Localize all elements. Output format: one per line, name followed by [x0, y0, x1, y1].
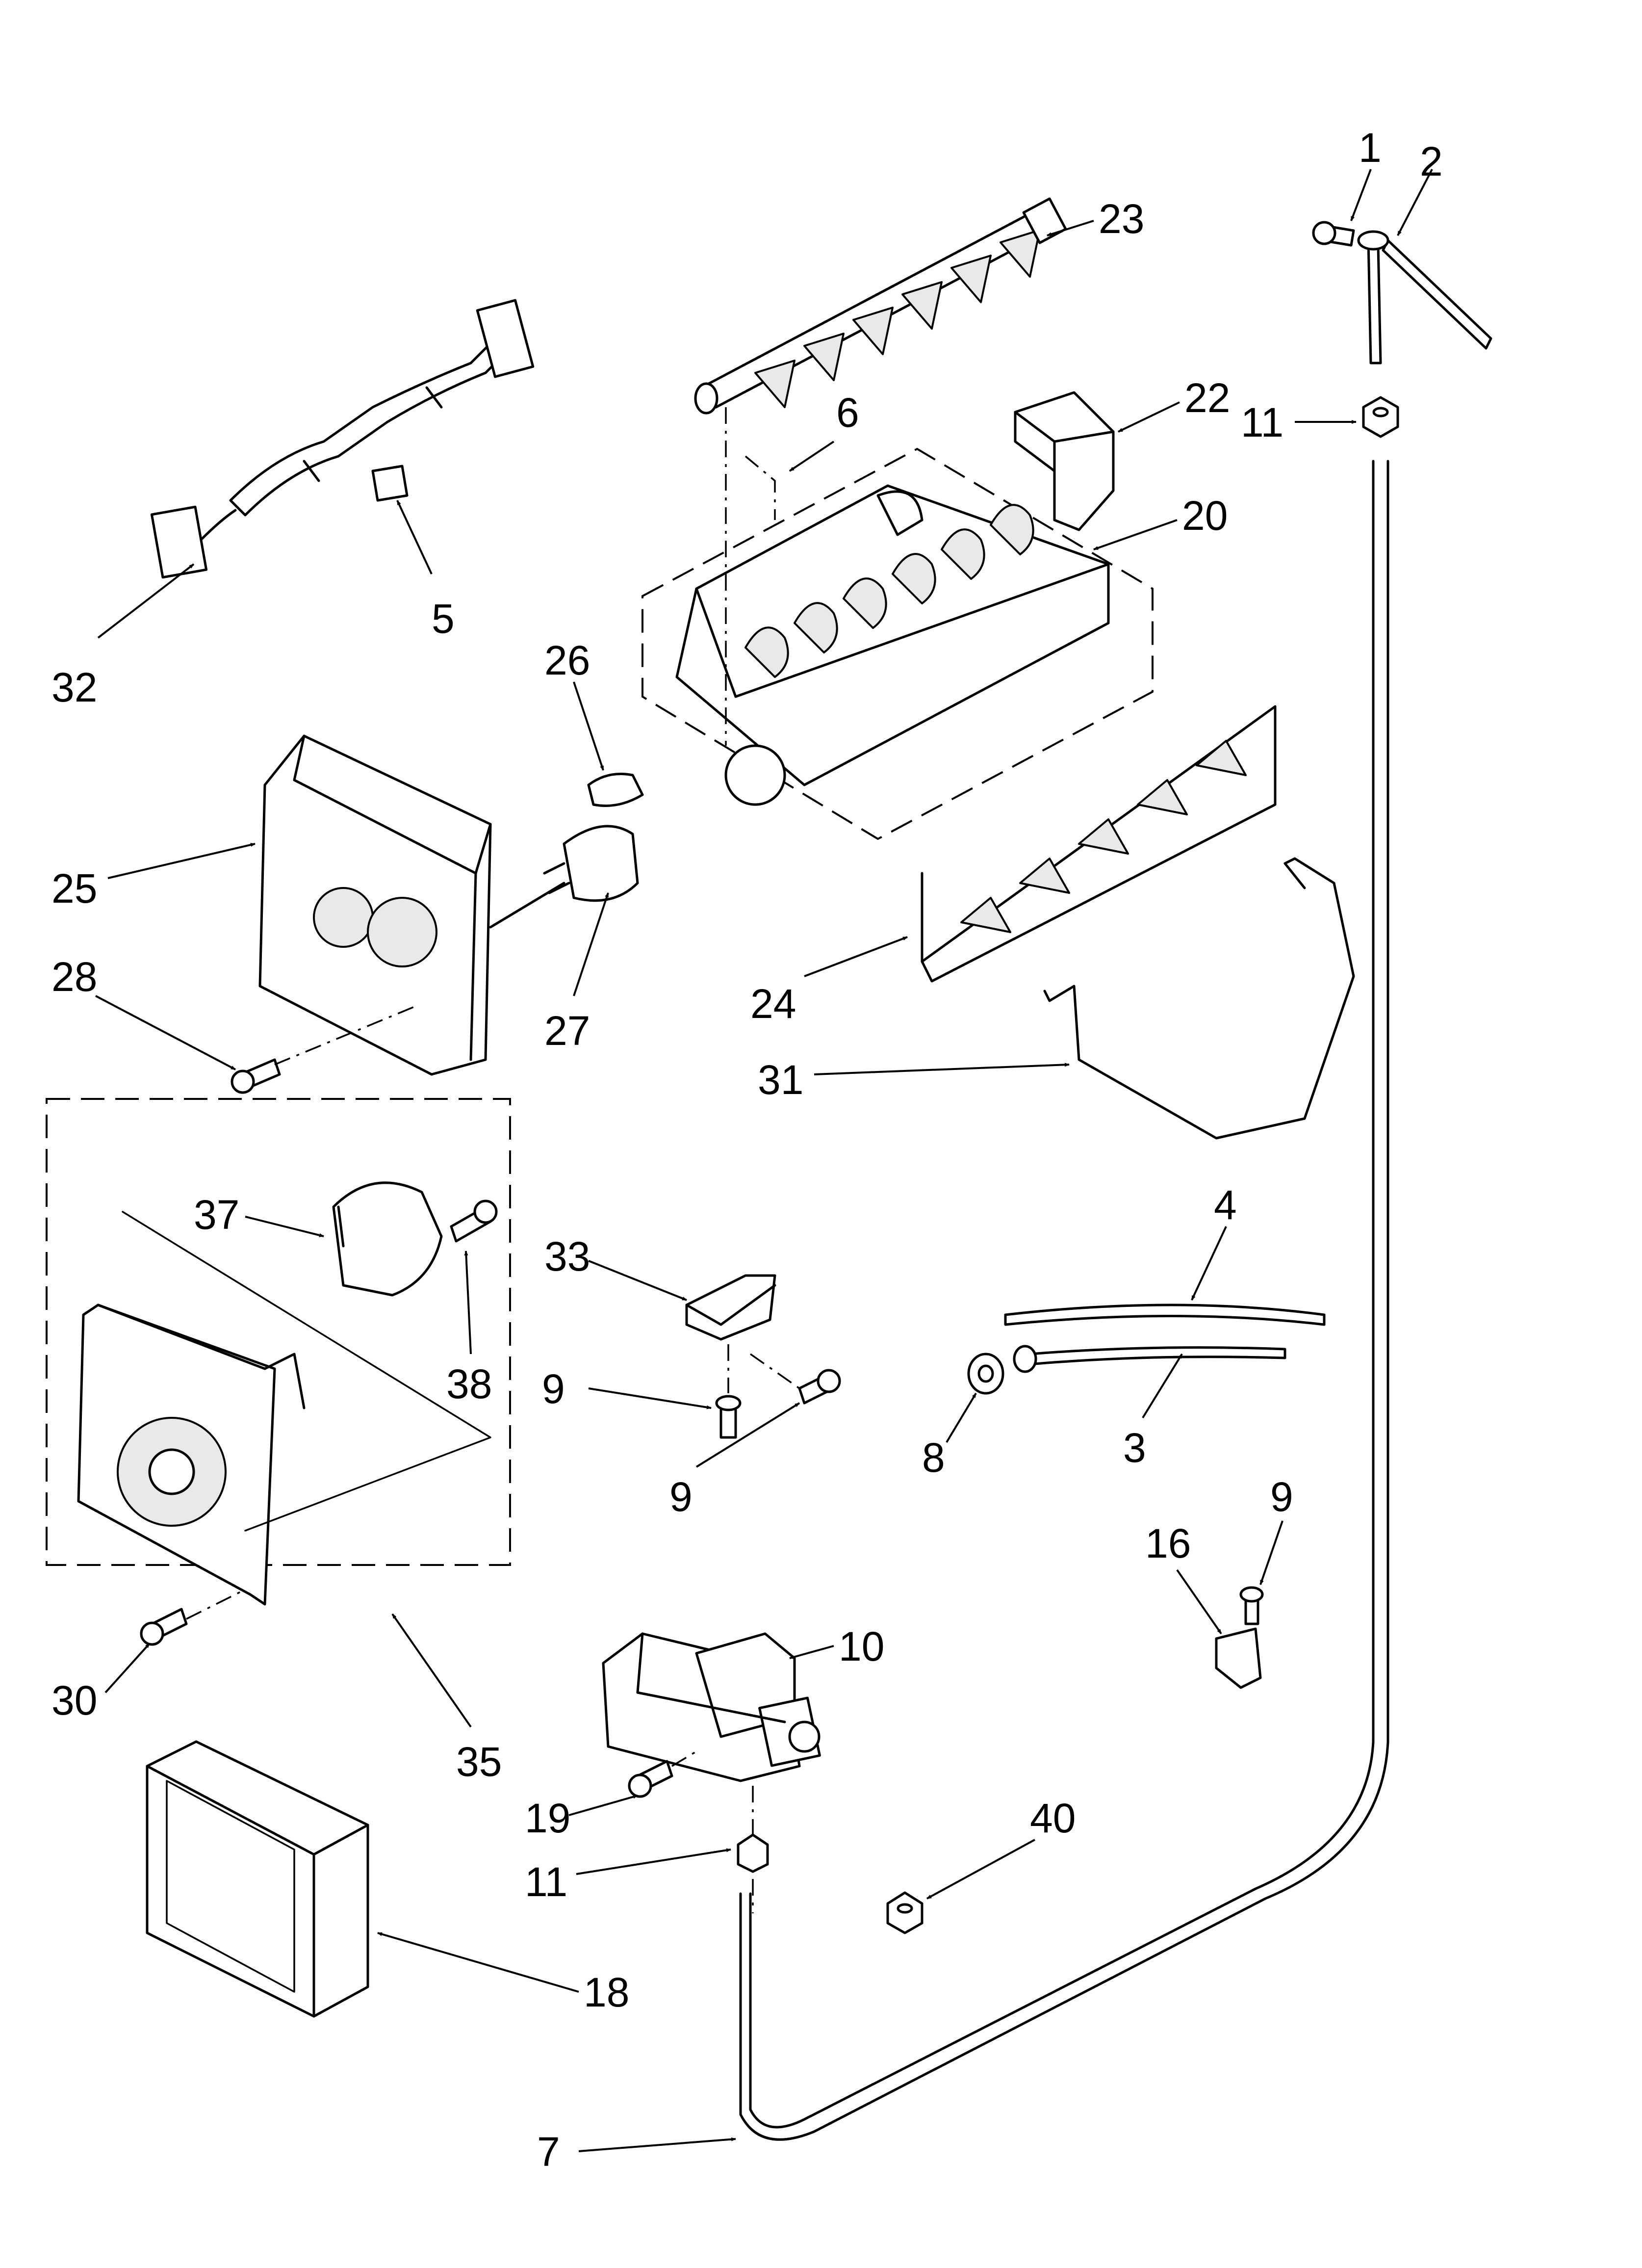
fill-tube-assembly-part	[1357, 230, 1492, 365]
callout-30: 30	[51, 1677, 97, 1723]
inlet-tube-part	[1013, 1345, 1286, 1373]
motor-module-group-box	[46, 1098, 511, 1566]
clamp-screw-part	[1239, 1586, 1264, 1625]
tube-nut-part	[967, 1353, 1004, 1395]
tube-nut-top-part	[1362, 396, 1399, 438]
callout-9-bottom: 9	[669, 1474, 693, 1520]
screw-part	[1312, 221, 1355, 247]
callout-31: 31	[758, 1057, 803, 1103]
harness-clip-part	[371, 465, 409, 502]
water-tube-part	[749, 460, 1375, 2129]
callout-19: 19	[525, 1795, 570, 1841]
callout-8: 8	[922, 1434, 945, 1481]
motor-module-part	[77, 1211, 491, 1606]
callout-10: 10	[839, 1623, 884, 1669]
callout-26: 26	[544, 637, 590, 683]
module-screw-part	[140, 1589, 246, 1646]
motor-part	[332, 1181, 443, 1297]
callout-28: 28	[51, 954, 97, 1000]
callout-9-left: 9	[542, 1366, 565, 1412]
callout-40: 40	[1030, 1795, 1076, 1841]
callout-38: 38	[446, 1361, 492, 1407]
stripper-part	[921, 705, 1277, 983]
leader-lines	[95, 169, 1433, 2152]
ice-mold-part	[675, 484, 1110, 806]
callout-27: 27	[544, 1008, 590, 1054]
thermostat-part	[543, 825, 639, 902]
motor-screw-part	[450, 1199, 498, 1243]
callout-32: 32	[51, 664, 97, 710]
alignment-line	[744, 455, 776, 520]
shutoff-arm-part	[1043, 857, 1355, 1140]
callout-1: 1	[1359, 125, 1382, 171]
callout-35: 35	[456, 1739, 502, 1785]
cam-part	[587, 773, 644, 807]
fill-cup-part	[1014, 391, 1115, 531]
callout-6: 6	[836, 390, 859, 436]
callout-20: 20	[1182, 493, 1228, 539]
callout-16: 16	[1145, 1520, 1191, 1566]
insulation-part	[146, 1740, 369, 2018]
callout-33: 33	[544, 1233, 590, 1279]
callout-3: 3	[1123, 1425, 1146, 1471]
mold-group-boundary	[641, 447, 1154, 840]
ejector-part	[694, 197, 1067, 415]
callout-labels: 1 2 23 22 11 6 20 32 5 26 25 28 27 24 31…	[51, 125, 1443, 2175]
nut-part	[886, 1891, 924, 1934]
callout-7: 7	[537, 2129, 560, 2175]
callout-24: 24	[750, 981, 796, 1027]
callout-2: 2	[1420, 138, 1443, 184]
fill-tube-part	[1004, 1303, 1326, 1326]
housing-screw-part	[231, 1005, 417, 1094]
wire-harness-part	[150, 299, 535, 579]
callout-11-bottom: 11	[525, 1859, 567, 1905]
valve-nut-part	[737, 1786, 769, 1913]
water-valve-part	[602, 1632, 821, 1782]
callout-18: 18	[584, 1969, 629, 2015]
callout-25: 25	[51, 865, 97, 912]
bracket-part	[685, 1274, 776, 1341]
module-housing-part	[258, 734, 565, 1076]
callout-22: 22	[1184, 375, 1230, 421]
callout-11-top: 11	[1241, 399, 1283, 445]
callout-37: 37	[194, 1192, 239, 1238]
callout-4: 4	[1214, 1182, 1237, 1228]
tube-clamp-part	[1215, 1627, 1262, 1689]
callout-5: 5	[432, 596, 455, 642]
callout-9-right: 9	[1270, 1474, 1293, 1520]
water-tube-part-inner	[739, 460, 1389, 2141]
callout-23: 23	[1099, 196, 1144, 242]
valve-screw-part	[628, 1750, 697, 1798]
bracket-screw-part	[715, 1344, 841, 1439]
